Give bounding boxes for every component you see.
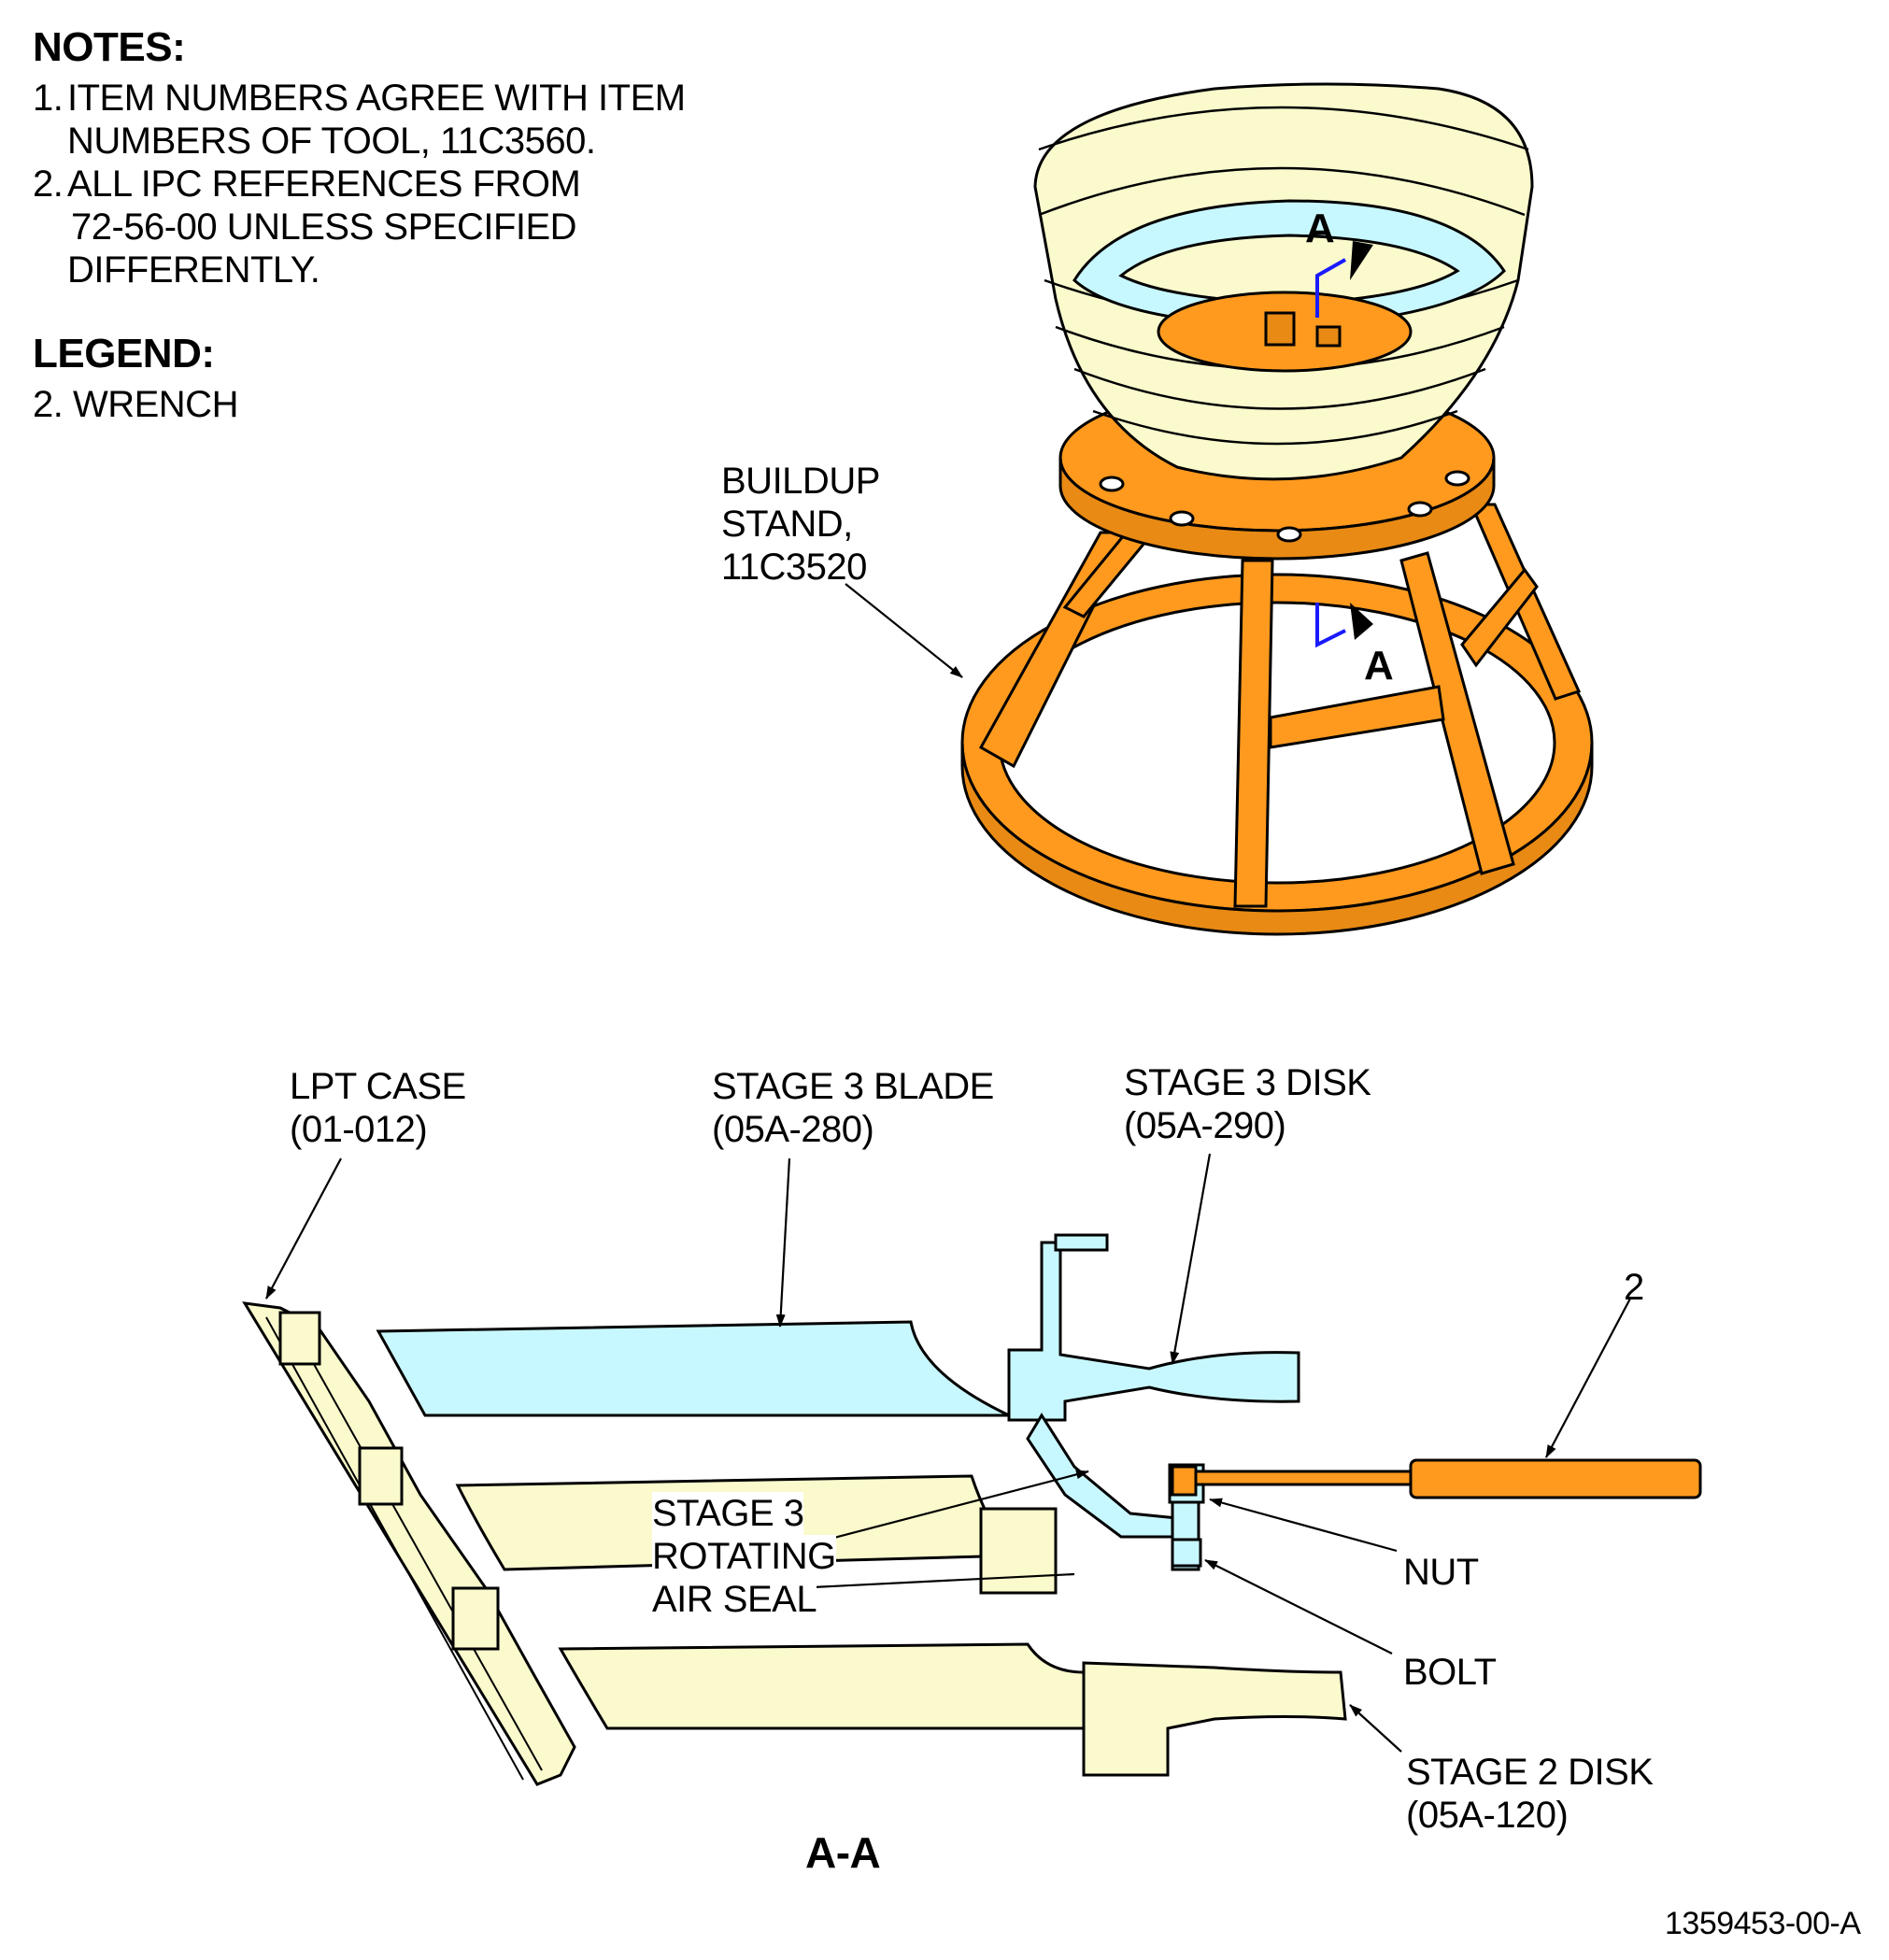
leader-air-seal-1 (812, 1470, 1089, 1545)
section-marker-a-bottom: A (1364, 643, 1394, 689)
section-aa-illustration (242, 1233, 1702, 1786)
leader-buildup-stand (845, 583, 963, 678)
note-1-line-2: NUMBERS OF TOOL, 11C3560. (67, 121, 596, 162)
stage2-disk (1082, 1661, 1347, 1777)
stand-leg (1399, 551, 1515, 875)
section-arrow-top (1350, 241, 1373, 280)
bolt-label: BOLT (1403, 1652, 1497, 1693)
stand-leg (1233, 559, 1274, 908)
section-cut-line-top (1315, 258, 1346, 318)
note-1-line-1: ITEM NUMBERS AGREE WITH ITEM (67, 78, 686, 119)
buildup-stand-label-3: 11C3520 (721, 547, 867, 588)
lpt-module-illustration (1033, 82, 1534, 648)
stand-brace (1460, 567, 1539, 668)
stage-lower-blade (558, 1642, 1086, 1730)
stage3-blade (376, 1320, 1010, 1417)
wrench-shaft (1180, 1470, 1413, 1486)
leader-stage3-disk (1170, 1153, 1212, 1365)
wrench-head (1171, 1465, 1198, 1497)
stage3-disk (1007, 1241, 1300, 1422)
buildup-stand-label-2: STAND, (721, 504, 853, 545)
stage2-disk-label-2: (05A-120) (1406, 1795, 1569, 1836)
note-2-line-1: ALL IPC REFERENCES FROM (67, 163, 581, 205)
stage3-blade-label-1: STAGE 3 BLADE (712, 1066, 994, 1107)
nut-label: NUT (1403, 1552, 1479, 1593)
buildup-stand-label-1: BUILDUP (721, 461, 880, 502)
stage2-disk-label-1: STAGE 2 DISK (1406, 1752, 1654, 1793)
legend-title: LEGEND: (33, 331, 215, 376)
leader-lines (265, 583, 1631, 1753)
figure-id: 1359453-00-A (1665, 1906, 1861, 1941)
leader-stage2-disk (1349, 1704, 1402, 1753)
leader-bolt (1204, 1559, 1393, 1655)
note-2-line-2: 72-56-00 UNLESS SPECIFIED (71, 206, 577, 248)
legend-item-wrench: 2. WRENCH (33, 384, 238, 425)
note-2-line-3: DIFFERENTLY. (67, 249, 320, 291)
lpt-case-label-1: LPT CASE (290, 1066, 466, 1107)
air-seal-label-2: ROTATING (652, 1535, 836, 1578)
wrench-handle (1409, 1458, 1702, 1499)
leader-wrench (1545, 1298, 1631, 1458)
stand-brace (1269, 685, 1445, 749)
stage3-disk-label-2: (05A-290) (1124, 1105, 1286, 1146)
note-2-number: 2. (33, 163, 64, 205)
leader-nut (1209, 1498, 1398, 1553)
leader-air-seal-2 (793, 1572, 1075, 1590)
wrench-item-label: 2 (1624, 1267, 1644, 1308)
stage3-disk-label-1: STAGE 3 DISK (1124, 1062, 1371, 1103)
notes-title: NOTES: (33, 24, 186, 70)
bolt-head (1171, 1538, 1202, 1568)
stage3-blade-label-2: (05A-280) (712, 1109, 874, 1150)
leader-stage3-blade (775, 1158, 791, 1328)
air-seal-label-3: AIR SEAL (652, 1578, 817, 1621)
lpt-case-label-2: (01-012) (290, 1109, 428, 1150)
note-1-number: 1. (33, 78, 64, 119)
leader-lpt-case (265, 1158, 342, 1300)
section-cut-line-bottom (1315, 603, 1346, 648)
section-marker-a-top: A (1305, 206, 1335, 251)
section-arrow-bottom (1350, 603, 1373, 640)
section-view-title: A-A (805, 1828, 881, 1877)
air-seal-label-1: STAGE 3 (652, 1492, 804, 1535)
